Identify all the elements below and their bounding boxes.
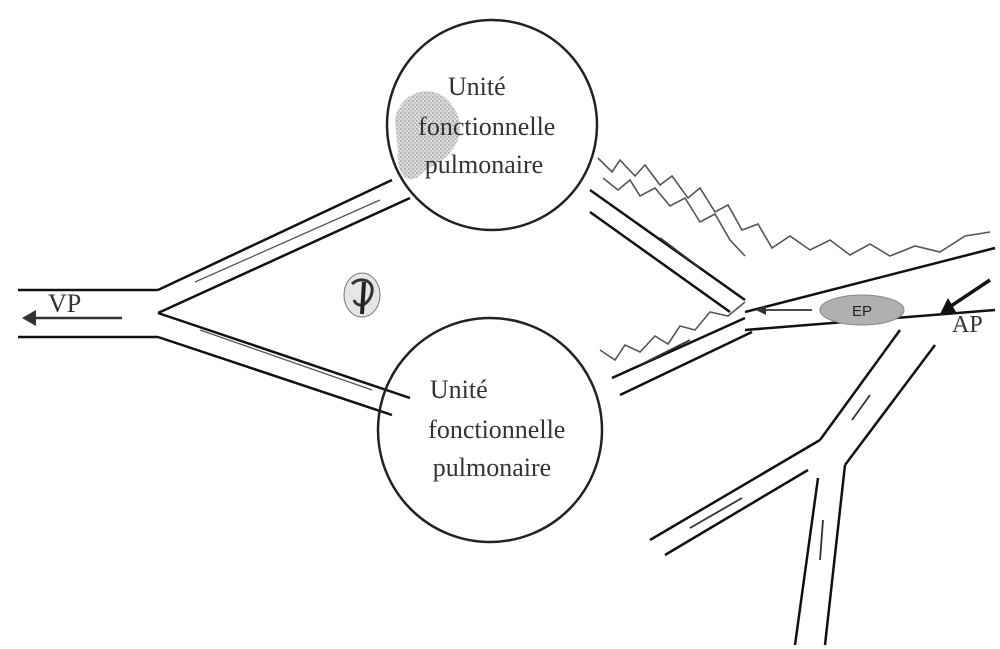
- embolus: EP: [820, 295, 904, 325]
- svg-text:Unité fonctionnelle: Unité fonctionnelle pulmonaire: [418, 72, 562, 179]
- top-unit-line3: pulmonaire: [425, 150, 543, 179]
- vp-label: VP: [48, 289, 81, 318]
- top-functional-unit: Unité fonctionnelle pulmonaire: [387, 20, 597, 230]
- bottom-functional-unit: Unité fonctionnelle pulmonaire: [378, 318, 602, 542]
- top-unit-line2: fonctionnelle: [418, 112, 555, 141]
- artery-inflow-arrow: [940, 280, 990, 314]
- artery-flow-arrows: [640, 238, 870, 560]
- ep-label: EP: [852, 303, 872, 320]
- top-unit-line1: Unité: [448, 72, 506, 101]
- bottom-unit-line1: Unité: [430, 375, 488, 404]
- central-symbol-icon: [344, 273, 380, 317]
- svg-text:Unité fonctionnelle: Unité fonctionnelle pulmonaire: [428, 375, 572, 482]
- bottom-unit-line3: pulmonaire: [433, 453, 551, 482]
- pulmonary-artery-vessel: [590, 190, 995, 645]
- ap-label: AP: [952, 312, 983, 338]
- bottom-unit-line2: fonctionnelle: [428, 415, 565, 444]
